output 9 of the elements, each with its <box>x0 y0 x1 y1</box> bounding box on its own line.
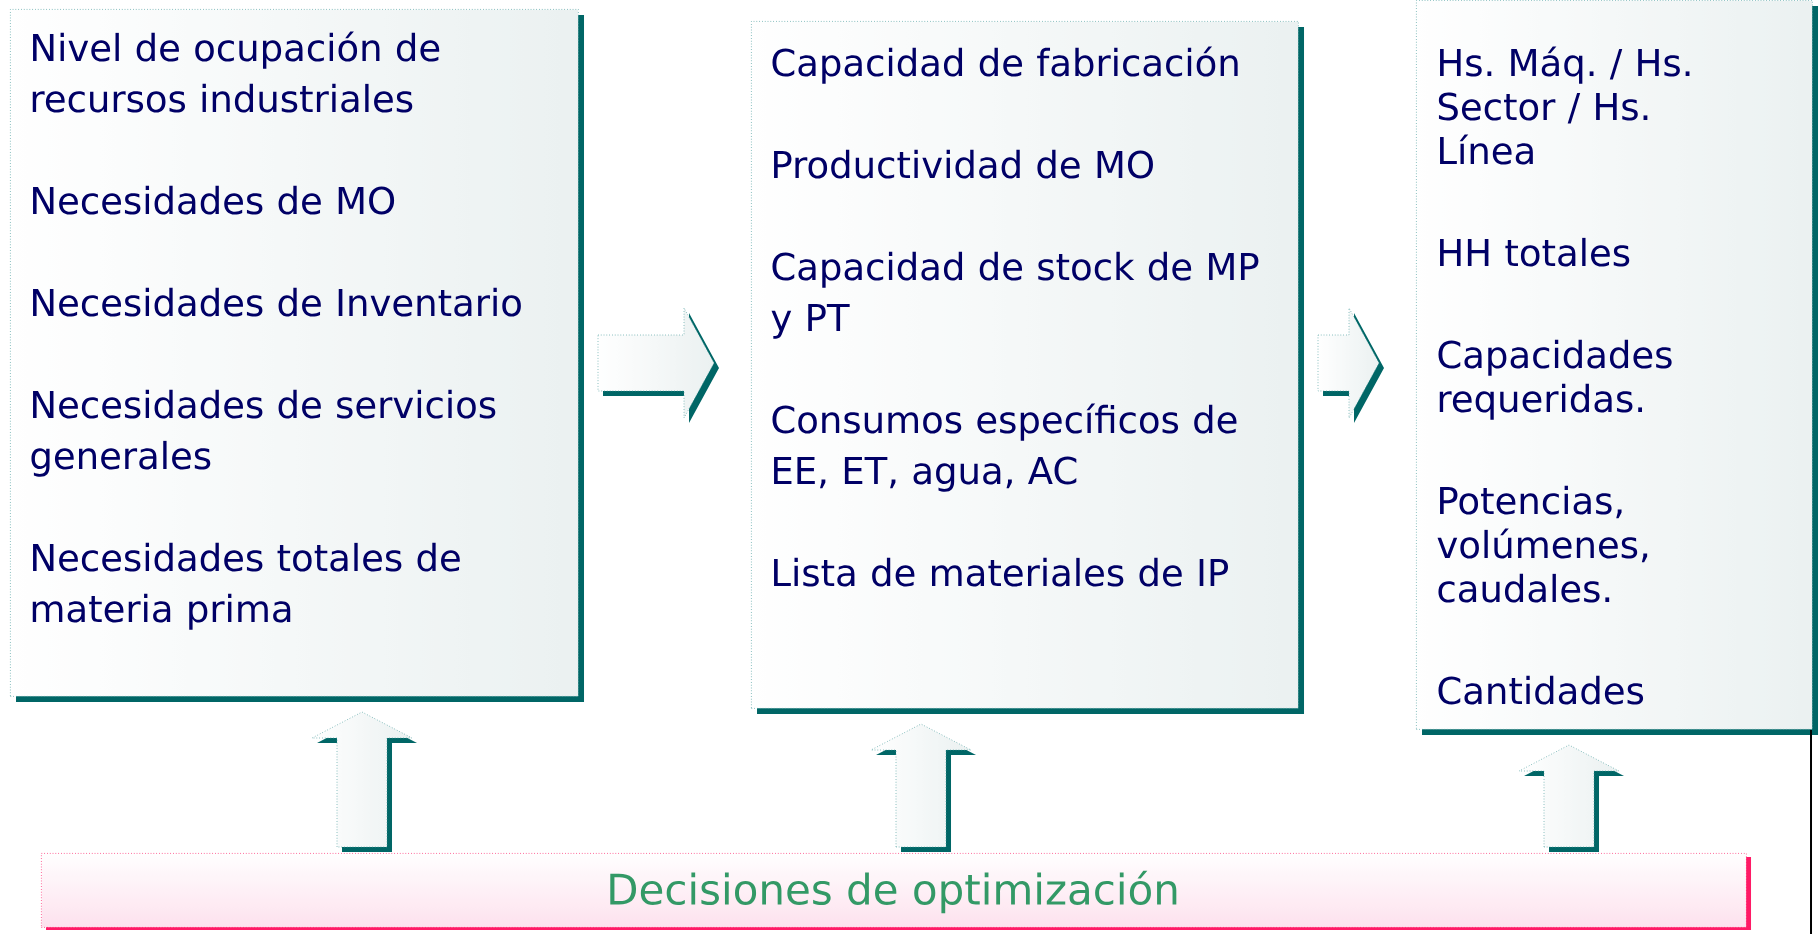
block-arrow <box>870 723 976 852</box>
block-arrow <box>311 711 417 852</box>
banner-box: Decisiones de optimización <box>41 853 1751 930</box>
block-arrow <box>597 307 719 423</box>
block-arrow <box>1317 307 1384 423</box>
text-box: Capacidad de fabricación Productividad de MO Capacidad de stock de MP y PT Consumos específicos de EE, ET, agua, AC Lista de materiales de IP <box>751 21 1304 714</box>
block-arrow <box>1518 744 1624 852</box>
text-box: Nivel de ocupación de recursos industriales Necesidades de MO Necesidades de Inventario Necesidades de servicios generales Necesidades totales de materia prima <box>10 9 584 702</box>
text-box: Hs. Máq. / Hs. Sector / Hs. Línea HH totales Capacidades requeridas. Potencias, volúmenes, caudales. Cantidades <box>1416 0 1818 735</box>
